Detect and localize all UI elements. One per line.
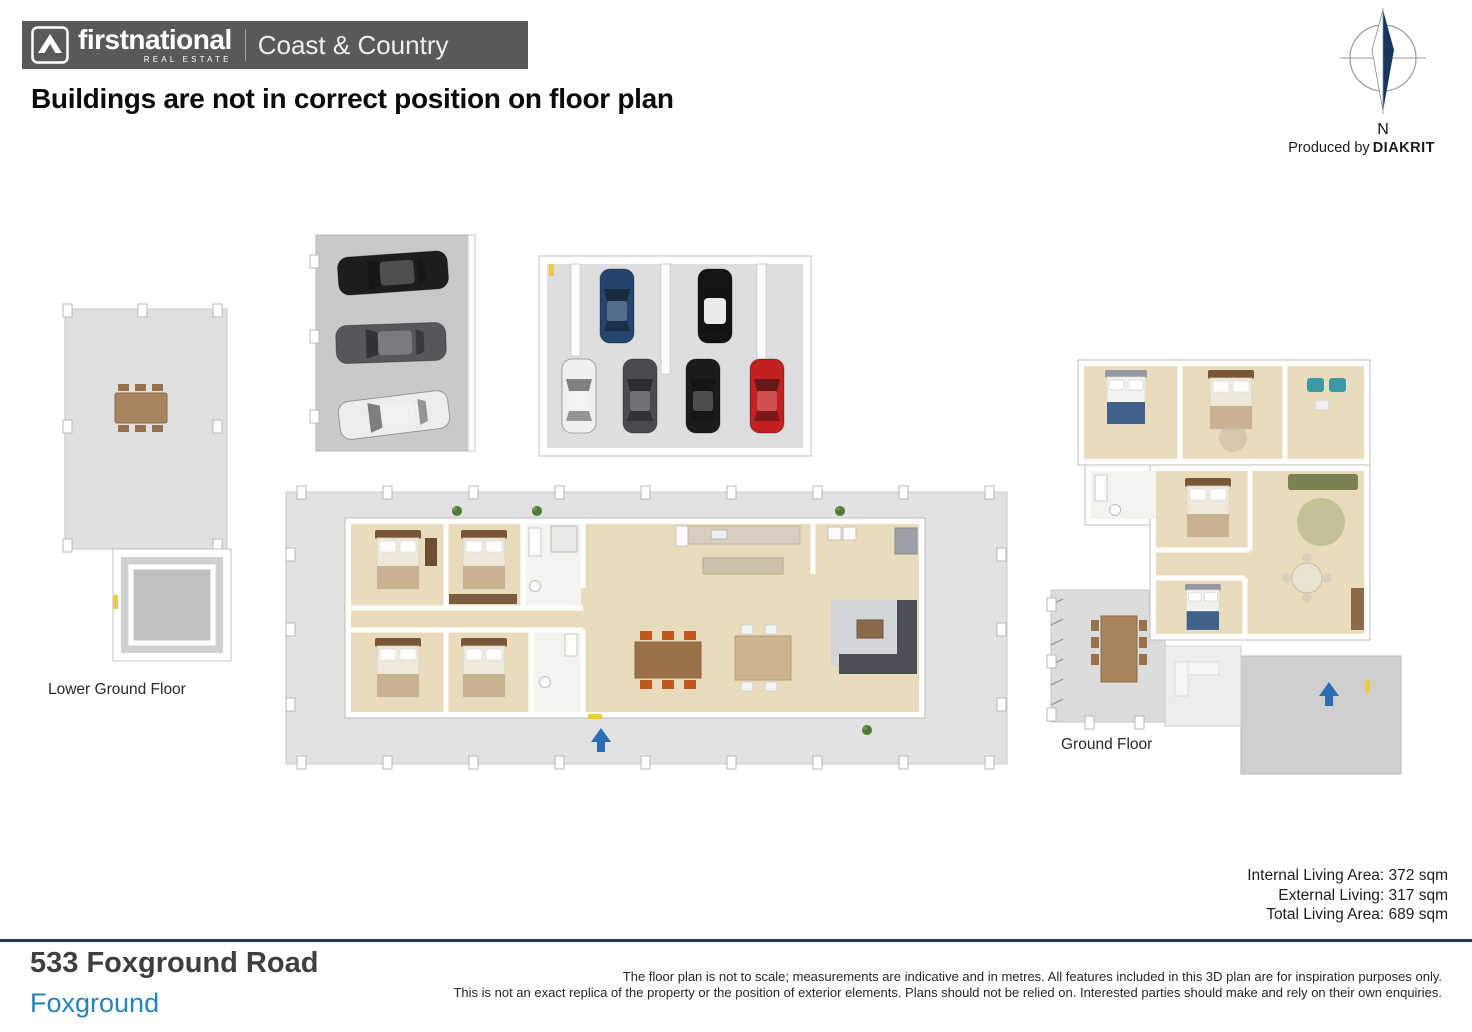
brand-name: firstnational xyxy=(78,24,232,55)
sofa xyxy=(897,600,917,674)
bed xyxy=(374,529,422,590)
study-chairs xyxy=(1307,378,1346,411)
coffee-table xyxy=(856,619,884,639)
kitchen xyxy=(675,525,801,575)
footer-divider xyxy=(0,939,1472,942)
compass: N xyxy=(1330,8,1436,145)
stairs xyxy=(1050,598,1064,706)
external-living-area: External Living: 317 sqm xyxy=(1278,886,1448,904)
dining-table-orange-chairs xyxy=(634,631,702,689)
dining-table-white-chairs xyxy=(734,624,792,692)
firstnational-logo-icon xyxy=(31,26,69,64)
interior-walls xyxy=(1156,366,1288,634)
brand-region: Coast & Country xyxy=(257,29,449,60)
living-room xyxy=(831,600,917,674)
deck-dining-table xyxy=(1091,615,1147,683)
interior-walls xyxy=(351,524,816,712)
disclaimer-line-2: This is not an exact replica of the prop… xyxy=(453,984,1442,1000)
brand-banner: firstnational REAL ESTATE Coast & Countr… xyxy=(22,21,528,69)
bed xyxy=(1184,477,1232,538)
rug xyxy=(1219,424,1247,452)
brand-name-block: firstnational REAL ESTATE xyxy=(78,26,232,64)
patio-slab xyxy=(1240,655,1402,775)
disclaimer-line-1: The floor plan is not to scale; measurem… xyxy=(622,969,1442,984)
car-white xyxy=(561,358,597,434)
outdoor-dining-table xyxy=(114,384,168,432)
bed xyxy=(460,529,508,590)
bed xyxy=(1207,369,1255,430)
disclaimer-text: The floor plan is not to scale; measurem… xyxy=(382,969,1442,1000)
door-marker xyxy=(1365,680,1370,693)
living-area-stats: Internal Living Area: 372 sqm External L… xyxy=(1247,866,1448,925)
car-red xyxy=(749,358,785,434)
bed xyxy=(460,637,508,698)
lower-ground-floor-plan xyxy=(62,303,232,662)
bed xyxy=(1104,369,1148,425)
banner-divider xyxy=(244,29,246,61)
plant-icon xyxy=(532,506,542,516)
car-navy xyxy=(599,268,635,344)
ground-floor-label: Ground Floor xyxy=(1061,736,1153,753)
main-floor-plan xyxy=(285,485,1008,770)
bathroom-fixtures xyxy=(1094,474,1121,516)
door-marker xyxy=(588,714,602,719)
terrace-sofa xyxy=(1174,661,1220,697)
plant-icon xyxy=(862,725,872,735)
compass-north-label: N xyxy=(1377,121,1389,138)
cabinet xyxy=(1351,588,1364,630)
plant-icon xyxy=(452,506,462,516)
door-marker xyxy=(113,595,118,609)
total-living-area: Total Living Area: 689 sqm xyxy=(1266,906,1448,923)
floorplan-note-heading: Buildings are not in correct position on… xyxy=(31,83,674,114)
bed xyxy=(374,637,422,698)
rug xyxy=(1297,498,1345,546)
brand-subtitle: REAL ESTATE xyxy=(143,55,232,64)
wardrobe xyxy=(449,594,517,604)
car-black xyxy=(336,249,450,297)
property-suburb: Foxground xyxy=(30,988,160,1018)
round-table xyxy=(1291,562,1323,594)
produced-by-label: Produced by xyxy=(1288,140,1370,156)
bed xyxy=(1184,583,1222,631)
lower-ground-floor-label: Lower Ground Floor xyxy=(48,681,186,698)
carport-plan xyxy=(309,234,476,452)
produced-by-brand: DIAKRIT xyxy=(1372,140,1435,156)
sofa xyxy=(1288,474,1358,490)
door-marker xyxy=(549,264,554,276)
living-area xyxy=(1282,474,1364,630)
plant-icon xyxy=(835,506,845,516)
car-black xyxy=(685,358,721,434)
internal-living-area: Internal Living Area: 372 sqm xyxy=(1247,867,1448,884)
lower-garage-structure xyxy=(112,548,232,662)
car-gray xyxy=(622,358,658,434)
kitchen-island xyxy=(702,557,784,575)
laundry-appliances xyxy=(827,526,918,555)
ground-floor-plan xyxy=(1046,359,1402,775)
car-black-white-roof xyxy=(697,268,733,344)
bathroom-fixtures xyxy=(528,525,578,688)
property-address: 533 Foxground Road xyxy=(30,947,319,979)
car-gray xyxy=(334,321,448,365)
garage-plan xyxy=(538,255,812,457)
dresser xyxy=(425,538,437,566)
compass-icon: N xyxy=(1340,8,1426,138)
